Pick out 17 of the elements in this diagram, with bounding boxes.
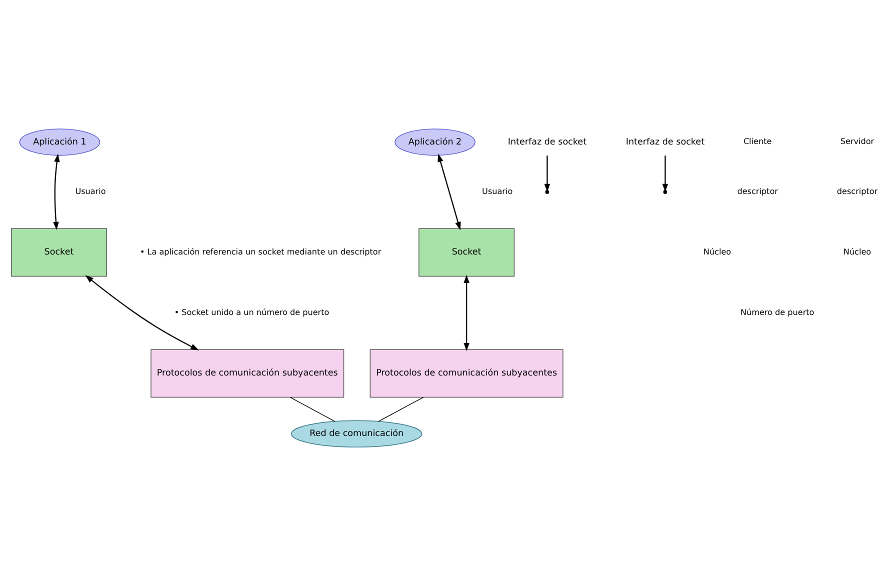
node-text: Interfaz de socket <box>626 137 705 148</box>
arrow <box>544 156 550 192</box>
arrow <box>662 156 668 192</box>
node-text: Interfaz de socket <box>508 137 587 148</box>
arrow <box>53 154 60 230</box>
arrow <box>464 274 470 352</box>
node-box: Socket <box>10 228 107 277</box>
node-box: Protocolos de comunicación subyacentes <box>150 349 344 398</box>
connector <box>290 396 336 422</box>
node-ellipse: Red de comunicación <box>290 420 422 448</box>
node-ellipse: Aplicación 1 <box>19 128 100 156</box>
connector <box>378 396 424 422</box>
node-ellipse: Aplicación 2 <box>394 128 476 156</box>
node-box: Socket <box>418 228 515 277</box>
arrow <box>85 275 199 350</box>
arrow <box>438 154 461 230</box>
node-box: Protocolos de comunicación subyacentes <box>370 349 564 398</box>
